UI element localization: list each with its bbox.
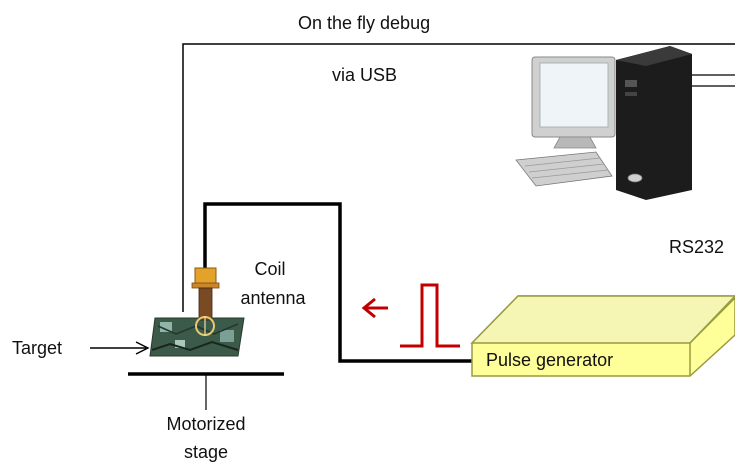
stage-label: stage	[183, 442, 229, 462]
antenna-label: antenna	[240, 288, 306, 308]
coax-wire	[203, 202, 480, 363]
desktop-computer-icon	[515, 46, 692, 200]
motorized-label: Motorized	[166, 414, 246, 434]
pulse-direction-arrow-icon	[361, 297, 388, 319]
coil-label: Coil	[254, 259, 286, 279]
target-arrow-icon	[90, 341, 150, 355]
debug-label: On the fly debug	[298, 13, 431, 33]
pulse-generator-box	[470, 295, 735, 377]
pulse-generator-label: Pulse generator	[486, 350, 614, 370]
target-label: Target	[12, 338, 63, 358]
rs232-label: RS232	[669, 237, 725, 257]
usb-debug-wire	[182, 43, 735, 312]
coil-probe-icon	[191, 267, 220, 336]
usb-label: via USB	[332, 65, 398, 85]
pulse-waveform-icon	[400, 283, 460, 348]
